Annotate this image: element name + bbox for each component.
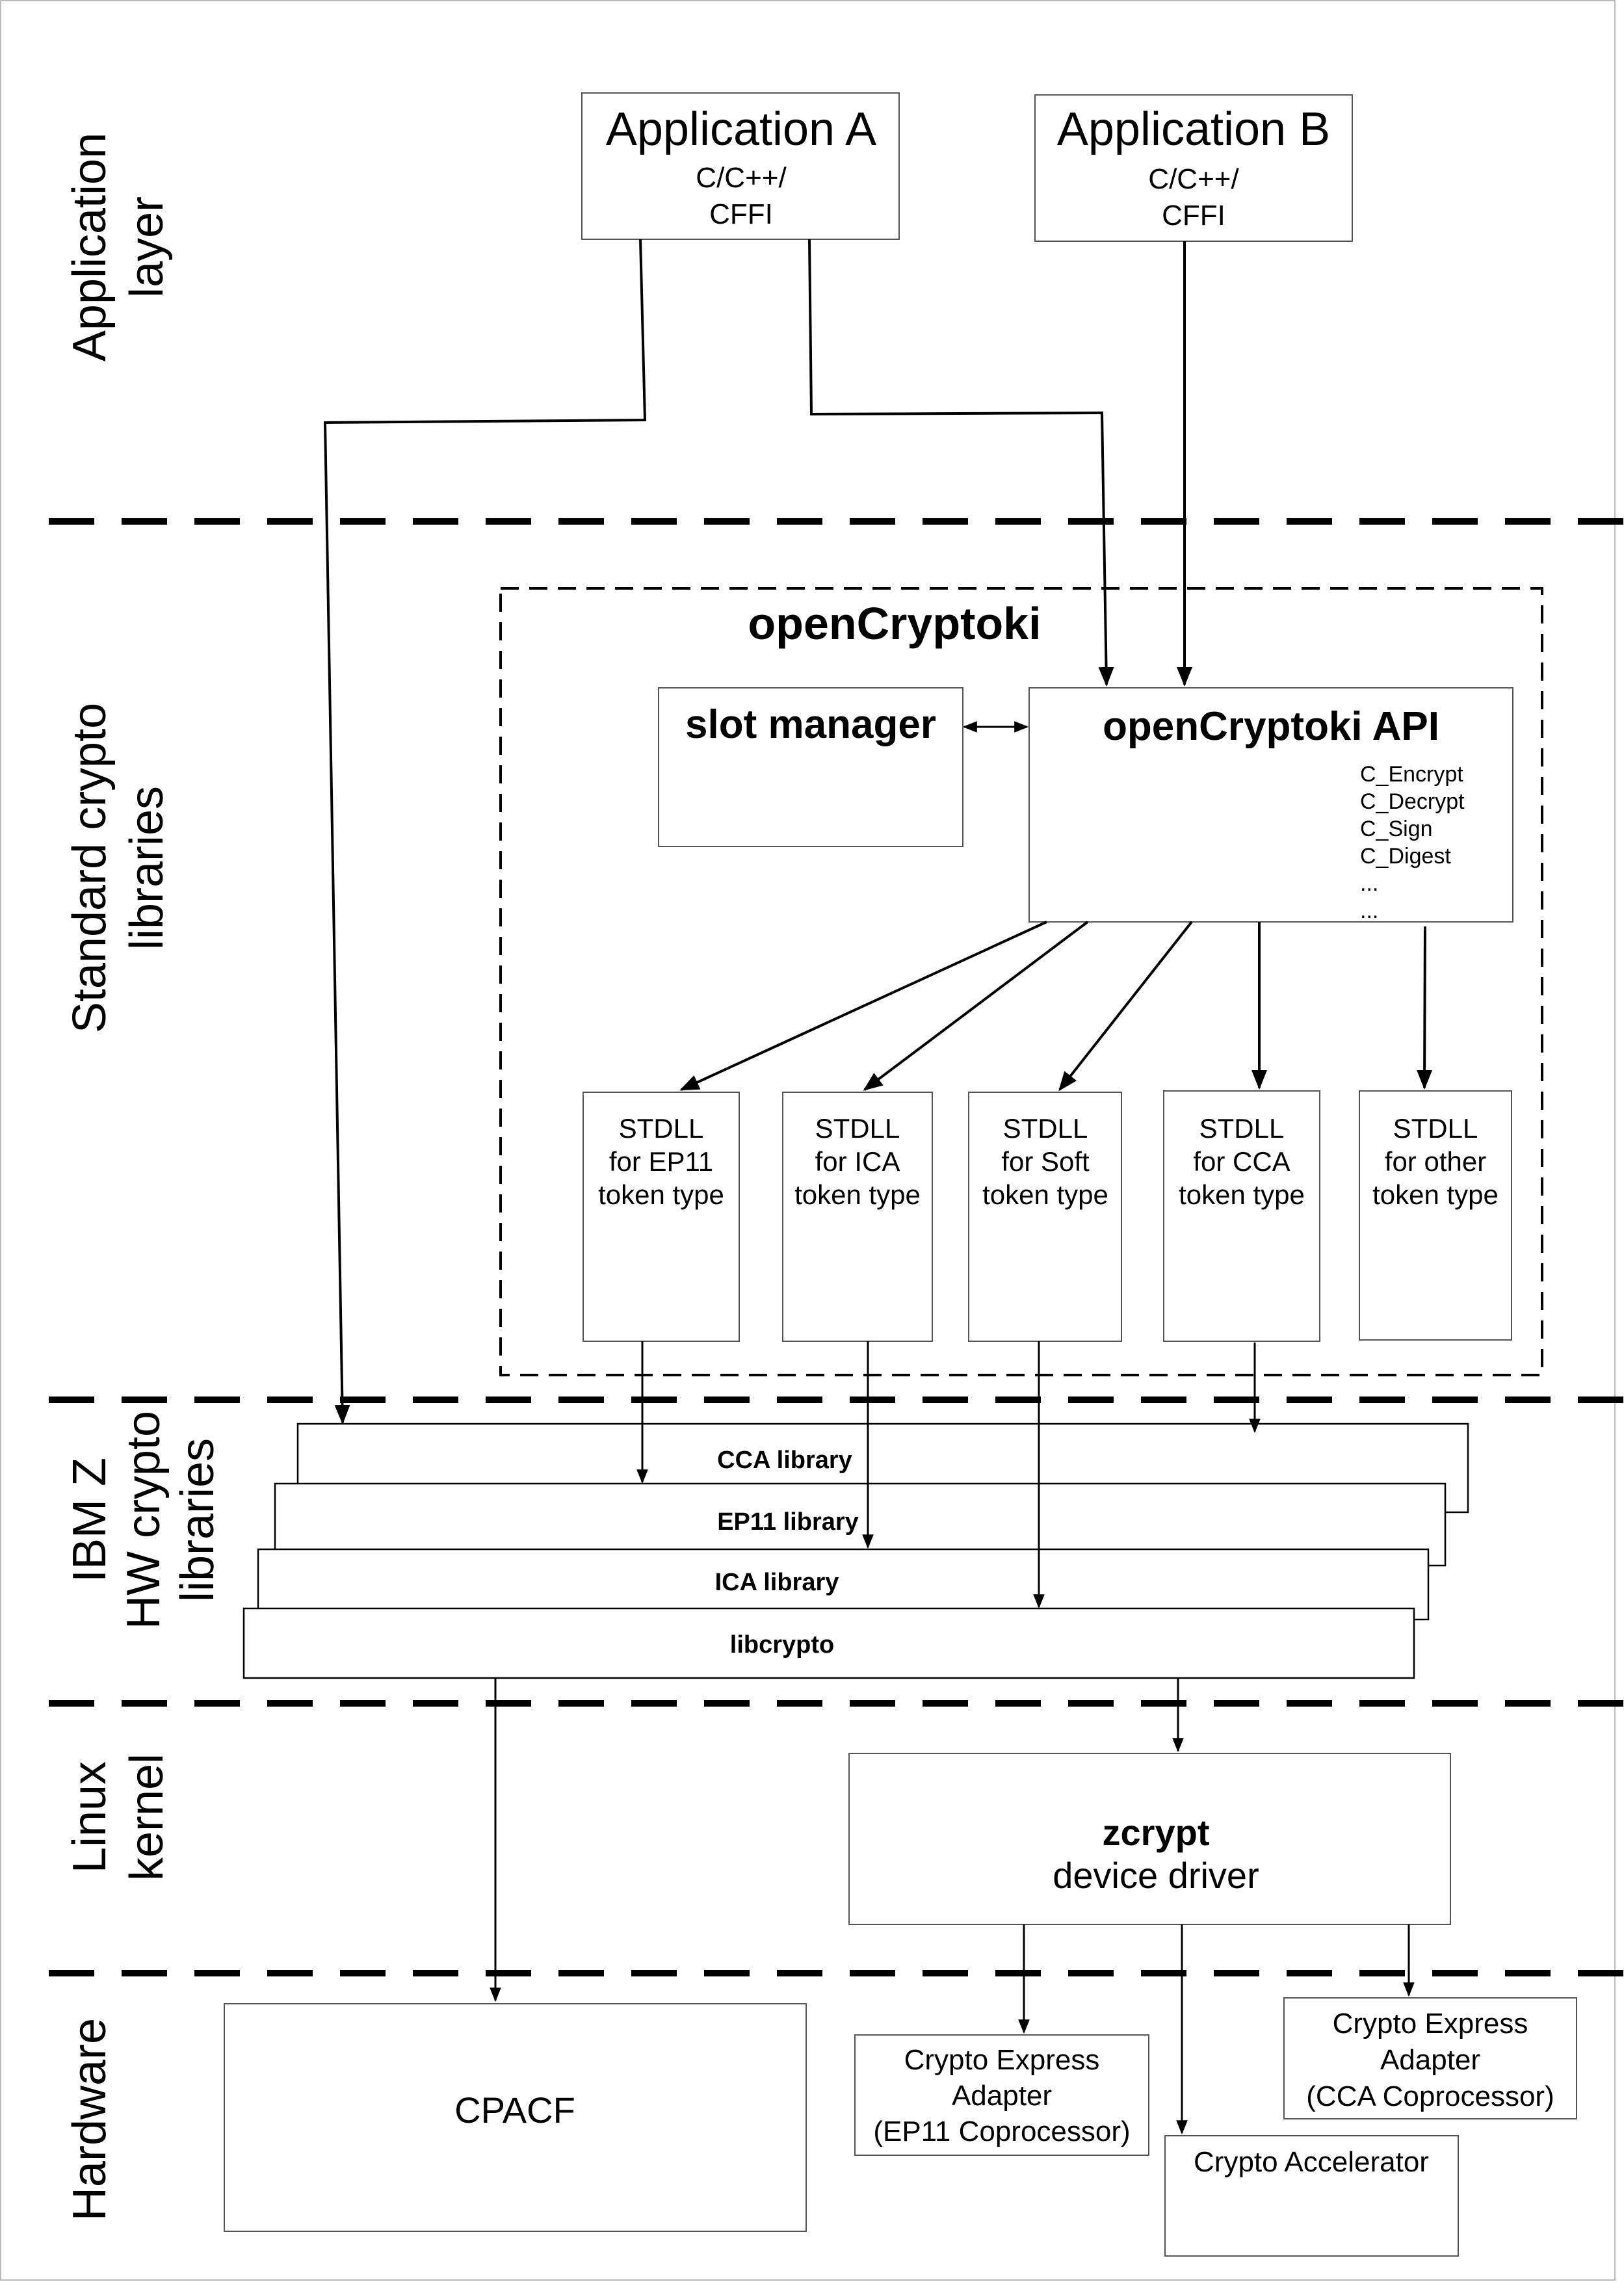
- svg-text:STDLL: STDLL: [1393, 1113, 1478, 1144]
- api-to-ep11-arrow: [679, 921, 1047, 1091]
- layer-label-standard: Standard crypto libraries: [64, 703, 173, 1033]
- svg-text:STDLL: STDLL: [619, 1113, 704, 1144]
- api-function: ...: [1360, 871, 1378, 896]
- cpacf-label: CPACF: [454, 2090, 575, 2131]
- svg-text:EP11 library: EP11 library: [717, 1508, 859, 1536]
- layer-label-hardware: Hardware: [64, 2018, 116, 2221]
- api-function: C_Sign: [1360, 817, 1433, 841]
- application-b-box: Application B C/C++/ CFFI: [1034, 94, 1353, 242]
- api-function: ...: [1360, 898, 1378, 923]
- stdll-ep11-box: STDLL for EP11 token type: [583, 1092, 740, 1342]
- zcrypt-title: zcrypt: [1103, 1812, 1210, 1853]
- stdll-soft-box: STDLL for Soft token type: [968, 1092, 1122, 1342]
- svg-text:Crypto Accelerator: Crypto Accelerator: [1194, 2146, 1429, 2178]
- zcrypt-subtitle: device driver: [1053, 1855, 1259, 1896]
- svg-text:Application: Application: [64, 133, 116, 361]
- svg-text:STDLL: STDLL: [815, 1113, 900, 1144]
- svg-text:HW crypto: HW crypto: [118, 1411, 170, 1629]
- svg-text:token type: token type: [598, 1179, 724, 1210]
- svg-text:Linux: Linux: [64, 1761, 116, 1873]
- application-b-ffi: CFFI: [1162, 200, 1225, 231]
- api-to-other-arrow: [1417, 926, 1433, 1090]
- layer-label-application: Application layer: [64, 133, 173, 361]
- svg-text:for CCA: for CCA: [1193, 1146, 1290, 1177]
- svg-text:token type: token type: [794, 1179, 921, 1210]
- svg-text:Adapter: Adapter: [1380, 2044, 1480, 2076]
- app-a-to-api-arrow: [808, 239, 1114, 687]
- layer-label-kernel: Linux kernel: [64, 1753, 173, 1881]
- opencryptoki-container: [499, 587, 1543, 1376]
- app-a-to-cca-library-arrow: [323, 239, 647, 1424]
- stdll-cca-box: STDLL for CCA token type: [1163, 1090, 1320, 1342]
- zcrypt-box: zcrypt device driver: [848, 1753, 1451, 1925]
- application-a-box: Application A C/C++/ CFFI: [581, 92, 900, 240]
- opencryptoki-api-title: openCryptoki API: [1103, 704, 1439, 749]
- svg-text:(CCA Coprocessor): (CCA Coprocessor): [1306, 2080, 1554, 2112]
- layer-label-ibmz: IBM Z HW crypto libraries: [64, 1411, 224, 1629]
- api-function: C_Encrypt: [1360, 762, 1463, 787]
- svg-text:IBM Z: IBM Z: [64, 1458, 116, 1582]
- svg-text:libraries: libraries: [172, 1438, 224, 1602]
- svg-text:token type: token type: [1179, 1179, 1305, 1210]
- svg-text:layer: layer: [121, 196, 173, 298]
- crypto-accelerator-box: Crypto Accelerator: [1164, 2135, 1459, 2257]
- svg-text:for other: for other: [1385, 1146, 1486, 1177]
- api-function: C_Decrypt: [1360, 789, 1465, 814]
- svg-text:libcrypto: libcrypto: [730, 1631, 834, 1659]
- api-to-soft-arrow: [1058, 921, 1193, 1092]
- ep11-adapter-box: Crypto Express Adapter (EP11 Coprocessor…: [854, 2034, 1149, 2156]
- opencryptoki-title: openCryptoki: [748, 598, 1041, 649]
- stdll-ica-box: STDLL for ICA token type: [782, 1092, 933, 1342]
- svg-text:Hardware: Hardware: [64, 2018, 116, 2221]
- slot-manager-box: slot manager: [658, 687, 963, 847]
- application-a-ffi: CFFI: [709, 198, 773, 230]
- svg-text:kernel: kernel: [121, 1753, 173, 1881]
- svg-text:Adapter: Adapter: [952, 2080, 1052, 2112]
- svg-text:for ICA: for ICA: [815, 1146, 900, 1177]
- svg-text:ICA library: ICA library: [715, 1569, 839, 1596]
- svg-text:(EP11 Coprocessor): (EP11 Coprocessor): [873, 2116, 1130, 2147]
- svg-text:Crypto Express: Crypto Express: [1333, 2008, 1528, 2039]
- slot-manager-label: slot manager: [685, 702, 936, 747]
- api-function: C_Digest: [1360, 844, 1451, 869]
- svg-text:libraries: libraries: [121, 786, 173, 950]
- opencryptoki-api-box: openCryptoki API C_Encrypt C_Decrypt C_S…: [1028, 687, 1513, 923]
- svg-text:STDLL: STDLL: [1003, 1113, 1088, 1144]
- cca-adapter-box: Crypto Express Adapter (CCA Coprocessor): [1283, 1997, 1577, 2119]
- application-b-title: Application B: [1057, 103, 1330, 155]
- svg-text:for EP11: for EP11: [609, 1146, 713, 1177]
- svg-text:STDLL: STDLL: [1199, 1113, 1285, 1144]
- api-to-ica-arrow: [863, 921, 1089, 1091]
- application-a-lang: C/C++/: [696, 162, 787, 194]
- application-a-title: Application A: [606, 103, 876, 155]
- svg-text:token type: token type: [982, 1179, 1108, 1210]
- svg-text:Crypto Express: Crypto Express: [904, 2044, 1100, 2076]
- cpacf-box: CPACF: [224, 2003, 807, 2232]
- svg-text:CCA library: CCA library: [717, 1447, 852, 1474]
- svg-text:token type: token type: [1372, 1179, 1499, 1210]
- libcrypto-box: libcrypto: [242, 1607, 1415, 1679]
- application-b-lang: C/C++/: [1148, 163, 1239, 195]
- svg-text:Standard crypto: Standard crypto: [64, 703, 116, 1033]
- svg-text:for Soft: for Soft: [1001, 1146, 1090, 1177]
- stdll-other-box: STDLL for other token type: [1359, 1090, 1512, 1341]
